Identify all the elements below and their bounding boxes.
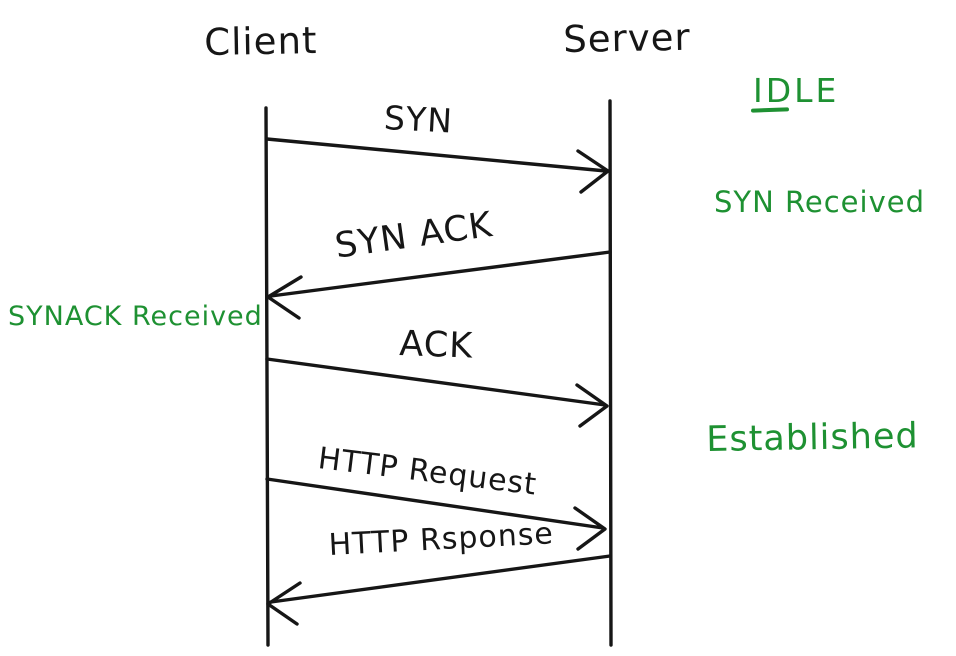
actor-client-label: Client (203, 19, 318, 64)
syn-arrow-line (265, 137, 608, 173)
synack-arrow-line (269, 250, 612, 298)
server-lifeline (608, 99, 613, 647)
state-label-established: Established (705, 416, 919, 460)
http-request-arrow-line (265, 477, 605, 530)
ack-arrowhead (575, 383, 609, 428)
actor-server-label: Server (562, 15, 692, 61)
client-lifeline (264, 106, 270, 647)
syn-arrowhead (576, 149, 610, 194)
message-label-ack: ACK (398, 324, 474, 367)
http-request-arrowhead (573, 506, 607, 551)
http-response-arrow-line (269, 554, 612, 604)
ack-arrow-line (265, 357, 607, 407)
synack-arrowhead (266, 275, 303, 320)
state-label-idle: IDLE (753, 71, 840, 110)
http-response-arrowhead (266, 581, 302, 626)
state-label-syn-received: SYN Received (714, 185, 925, 219)
message-label-syn: SYN (383, 98, 454, 141)
state-label-synack-received: SYNACK Received (8, 301, 263, 332)
